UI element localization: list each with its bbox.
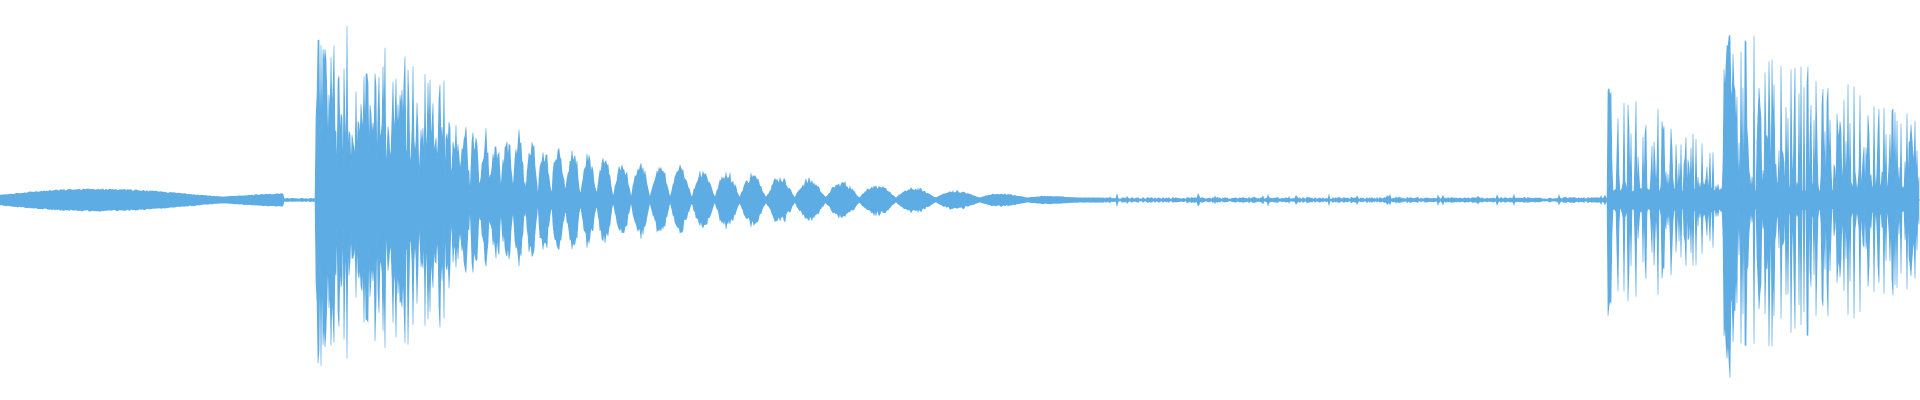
waveform-envelope [0, 25, 1920, 378]
